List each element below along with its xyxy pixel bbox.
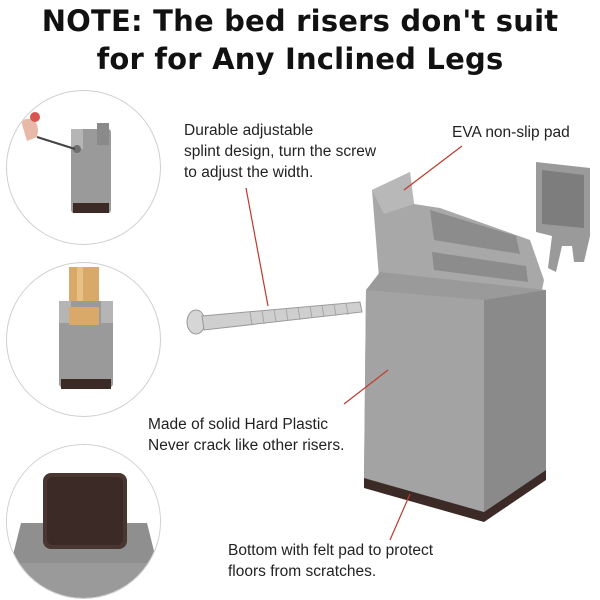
inset-adjust-screw bbox=[6, 90, 161, 245]
felt-pad-bottom-icon bbox=[7, 445, 160, 598]
callout-splint: Durable adjustable splint design, turn t… bbox=[184, 120, 376, 183]
callout-splint-line-1: Durable adjustable bbox=[184, 122, 314, 139]
callout-eva: EVA non-slip pad bbox=[452, 122, 570, 143]
callout-felt-line-1: Bottom with felt pad to protect bbox=[228, 542, 434, 559]
riser-with-wooden-leg-icon bbox=[59, 267, 113, 389]
callout-plastic-line-1: Made of solid Hard Plastic bbox=[148, 416, 329, 433]
callout-felt: Bottom with felt pad to protect floors f… bbox=[228, 540, 433, 582]
headline-line-1: NOTE: The bed risers don't suit bbox=[41, 4, 559, 38]
leader-lines bbox=[245, 145, 463, 541]
headline-line-2: for for Any Inclined Legs bbox=[96, 42, 504, 76]
inset-felt-bottom bbox=[6, 444, 161, 599]
callout-felt-line-2: floors from scratches. bbox=[228, 563, 377, 580]
riser-with-screwdriver-icon bbox=[21, 112, 111, 213]
callout-splint-line-3: to adjust the width. bbox=[184, 164, 314, 181]
eva-pad-icon bbox=[536, 162, 590, 272]
callout-splint-line-2: splint design, turn the screw bbox=[184, 143, 377, 160]
headline: NOTE: The bed risers don't suit for for … bbox=[0, 2, 600, 78]
inset-wooden-leg bbox=[6, 262, 161, 417]
callout-eva-line-1: EVA non-slip pad bbox=[452, 124, 570, 141]
callout-plastic-line-2: Never crack like other risers. bbox=[148, 437, 345, 454]
callout-plastic: Made of solid Hard Plastic Never crack l… bbox=[148, 414, 344, 456]
screw-icon bbox=[186, 301, 363, 335]
riser-main-icon bbox=[364, 172, 546, 522]
